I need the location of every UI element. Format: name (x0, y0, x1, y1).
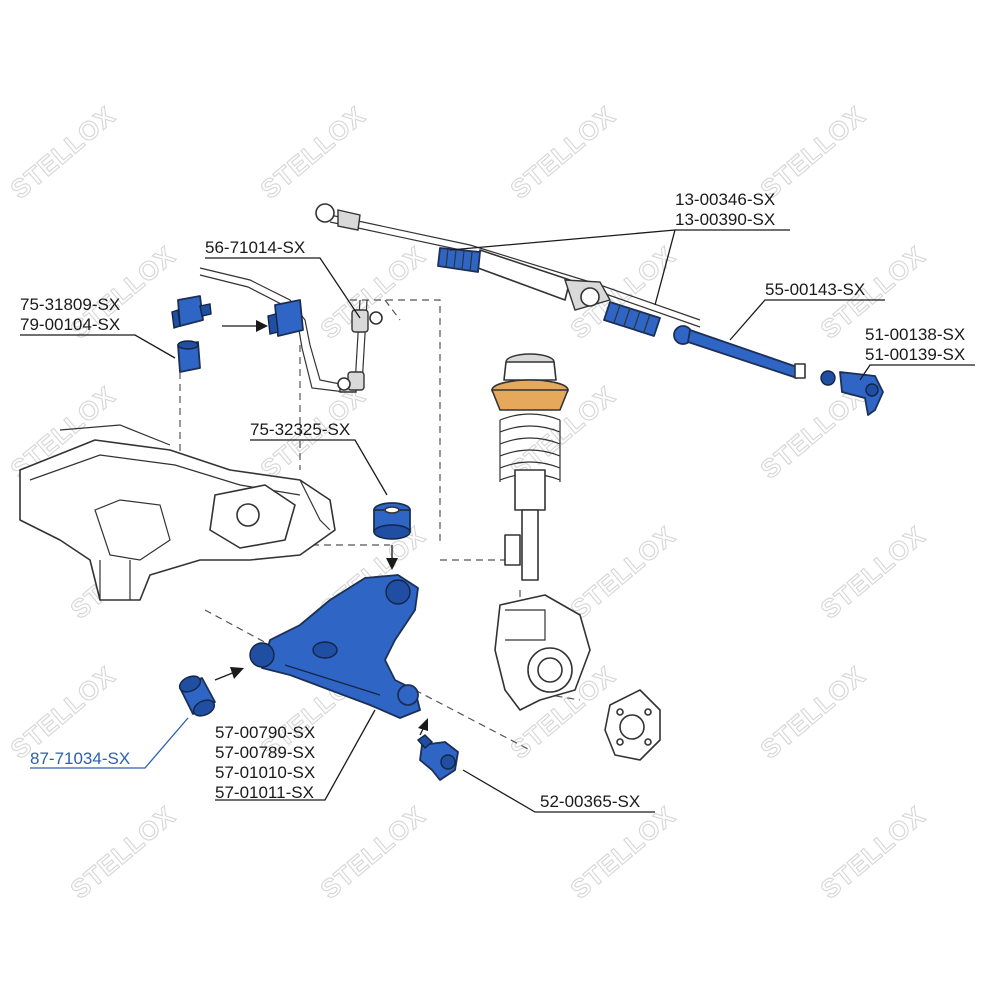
label-control-arm-c[interactable]: 57-01010-SX (215, 763, 315, 782)
watermark-logo: STELLOX (815, 520, 931, 625)
label-tie-rod-end-b[interactable]: 51-00139-SX (865, 345, 965, 364)
watermark-logo: STELLOX (565, 800, 681, 905)
watermark-logo: STELLOX (815, 800, 931, 905)
bush-arrow (222, 320, 268, 332)
label-control-arm-d[interactable]: 57-01011-SX (215, 783, 314, 802)
label-ball-joint[interactable]: 52-00365-SX (540, 792, 640, 811)
label-tie-rod-boot-b[interactable]: 13-00390-SX (675, 210, 775, 229)
label-control-arm-a[interactable]: 57-00790-SX (215, 723, 315, 742)
arm-bush-front-part (178, 675, 216, 717)
steering-boot-part (437, 247, 661, 337)
wheel-hub (604, 689, 661, 761)
watermark-logo: STELLOX (315, 800, 431, 905)
rear-bush-arrow (386, 545, 398, 570)
ball-joint-arrow (418, 718, 428, 736)
arm-bush-rear-part (373, 502, 411, 540)
label-axial-joint[interactable]: 55-00143-SX (765, 280, 865, 299)
axial-joint-part (673, 325, 806, 379)
watermark-logo: STELLOX (65, 800, 181, 905)
watermark-logo: STELLOX (755, 100, 871, 205)
label-stabilizer-bush-b[interactable]: 79-00104-SX (20, 315, 120, 334)
steering-rack (315, 203, 701, 328)
watermark-logo: STELLOX (5, 100, 121, 205)
stabilizer-link-part (337, 299, 383, 391)
front-bush-arrow (214, 667, 244, 681)
tie-rod-end-part (820, 370, 884, 416)
label-tie-rod-end-a[interactable]: 51-00138-SX (865, 325, 965, 344)
watermark-logo: STELLOX (315, 240, 431, 345)
leader-lines (20, 229, 975, 813)
label-tie-rod-boot-a[interactable]: 13-00346-SX (675, 190, 775, 209)
part-labels: 13-00346-SX 13-00390-SX 56-71014-SX 75-3… (20, 190, 965, 811)
watermark-logo: STELLOX (755, 660, 871, 765)
label-arm-bush-front[interactable]: 87-71034-SX (30, 749, 130, 768)
control-arm-part (249, 574, 421, 719)
label-control-arm-b[interactable]: 57-00789-SX (215, 743, 315, 762)
watermark-logo: STELLOX (255, 100, 371, 205)
label-stabilizer-bush-a[interactable]: 75-31809-SX (20, 295, 120, 314)
stabilizer-bush-part (171, 295, 304, 373)
label-arm-bush-rear[interactable]: 75-32325-SX (250, 420, 350, 439)
subframe (19, 424, 336, 601)
watermark-logo: STELLOX (505, 100, 621, 205)
ball-joint-part (416, 734, 459, 781)
label-stabilizer-link[interactable]: 56-71014-SX (205, 238, 305, 257)
steering-knuckle (494, 594, 591, 711)
watermark-logo: STELLOX (565, 520, 681, 625)
strut-assembly (491, 353, 569, 581)
